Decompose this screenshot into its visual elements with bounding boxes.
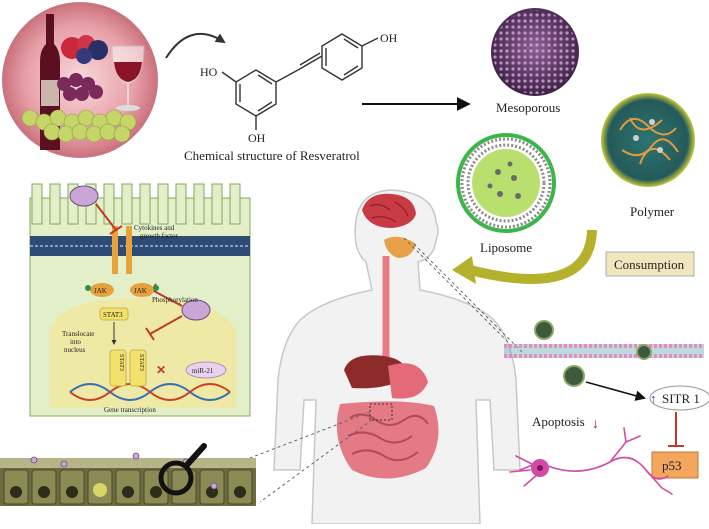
polymer-particle bbox=[601, 93, 695, 187]
stat3-box bbox=[99, 307, 129, 321]
mesoporous-particle bbox=[491, 8, 579, 96]
human-body-icon bbox=[273, 189, 521, 525]
stat3-dimer-a-label: STAT3 bbox=[118, 354, 124, 371]
consumption-label: Consumption bbox=[614, 257, 685, 272]
structure-caption: Chemical structure of Resveratrol bbox=[184, 148, 360, 163]
mir21-bubble bbox=[185, 361, 227, 379]
leader-to-membrane bbox=[403, 237, 511, 345]
stat3-dimer-b-label: STAT3 bbox=[138, 354, 144, 371]
leader-to-gut-2 bbox=[259, 419, 373, 503]
liposome-label: Liposome bbox=[480, 240, 532, 255]
curved-arrow-to-structure bbox=[165, 33, 226, 59]
mesoporous-label: Mesoporous bbox=[496, 100, 560, 115]
translocate-label-3: nucleus bbox=[64, 346, 86, 354]
cell-membrane-strip bbox=[504, 344, 704, 358]
consumption-box bbox=[605, 251, 695, 277]
resveratrol-structure bbox=[221, 33, 379, 130]
arrow-to-sitr bbox=[585, 381, 647, 401]
sitr-up-arrow: ↑ bbox=[650, 391, 657, 406]
translocate-label-2: into bbox=[70, 338, 81, 346]
p53-box bbox=[651, 451, 699, 479]
magnifier-icon bbox=[158, 443, 207, 496]
jak-right bbox=[130, 283, 154, 297]
stat3-label: STAT3 bbox=[103, 311, 123, 319]
jak-right-label: JAK bbox=[134, 287, 147, 295]
nanoparticles-at-membrane bbox=[534, 320, 652, 387]
stat3-dimer-b bbox=[129, 349, 147, 387]
jak-left bbox=[90, 283, 114, 297]
cytokines-label: Cytokines and bbox=[134, 224, 175, 232]
mir21-label: miR-21 bbox=[192, 367, 214, 375]
oh-bottom-label: OH bbox=[248, 131, 266, 145]
translocate-label-1: Translocate bbox=[62, 330, 94, 338]
sitr-label: SITR 1 bbox=[662, 391, 700, 406]
stat3-dimer-a bbox=[109, 349, 127, 387]
oh-left-label: HO bbox=[200, 65, 218, 79]
p53-label: p53 bbox=[662, 458, 682, 473]
inhibition-line-top bbox=[95, 203, 117, 231]
gene-transcription-label: Gene transcription bbox=[104, 406, 156, 414]
jak-left-label: JAK bbox=[94, 287, 107, 295]
inhibition-line-phospho bbox=[151, 289, 183, 307]
resveratrol-molecule-top bbox=[69, 185, 99, 207]
block-x-mark: ✕ bbox=[156, 363, 166, 377]
growth-factor-label: growth factor bbox=[140, 232, 179, 240]
liposome-particle bbox=[456, 133, 556, 233]
gut-epithelium-strip bbox=[0, 452, 256, 506]
oh-top-label: OH bbox=[380, 31, 398, 45]
resveratrol-molecule-mid bbox=[181, 299, 211, 321]
neuron-icon bbox=[509, 427, 673, 495]
apoptosis-label: Apoptosis bbox=[532, 414, 585, 429]
wine-fruit-illustration bbox=[2, 2, 158, 158]
phosphorylation-label: Phosphorylation bbox=[152, 296, 198, 304]
consumption-arrowhead bbox=[452, 256, 476, 284]
leader-to-membrane-2 bbox=[413, 243, 523, 353]
polymer-label: Polymer bbox=[630, 204, 675, 219]
apoptosis-down-arrow: ↓ bbox=[592, 417, 599, 432]
inhibition-line-dimer bbox=[149, 315, 183, 335]
sitr-bubble bbox=[649, 385, 709, 411]
consumption-arrow bbox=[468, 229, 597, 284]
